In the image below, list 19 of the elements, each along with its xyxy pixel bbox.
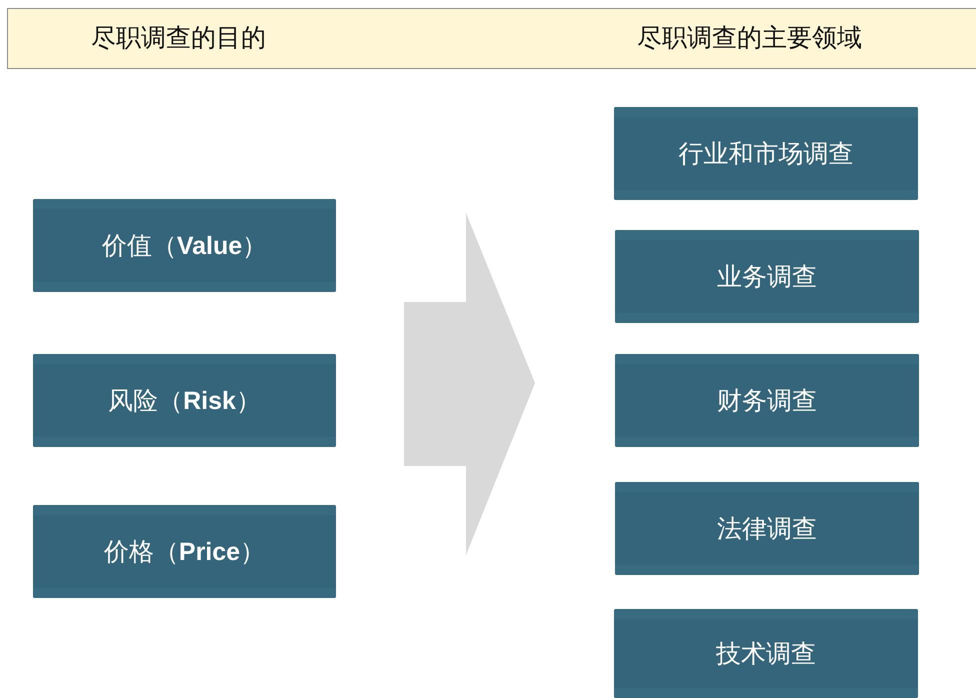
topic-label: 业务调查 [717,262,817,292]
topic-label: 财务调查 [717,386,817,416]
topic-box [615,354,919,447]
column-heading: 尽职调查的主要领域 [637,23,862,53]
topic-box [614,107,918,200]
topic-label: 技术调查 [716,638,816,668]
header-band [7,8,976,69]
topic-box [33,199,336,292]
topic-label: 法律调查 [717,514,817,544]
topic-label: 行业和市场调查 [678,138,854,168]
topic-box [33,354,336,447]
topic-box [615,482,919,575]
column-heading: 尽职调查的目的 [91,23,266,53]
topic-box [614,609,918,698]
topic-box [33,505,336,598]
topic-label: 价格（Price） [104,536,266,566]
topic-box [615,230,919,323]
topic-label: 价值（Value） [102,230,268,260]
topic-label: 风险（Risk） [108,386,261,416]
